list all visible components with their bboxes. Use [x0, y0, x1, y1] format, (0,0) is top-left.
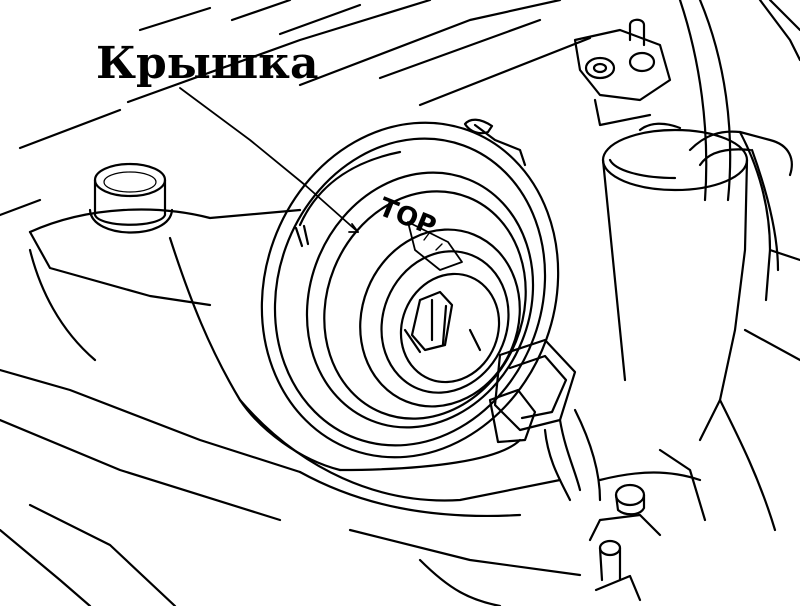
- upper-bracket: [573, 18, 672, 127]
- bulb-cover: TOP: [294, 171, 535, 429]
- connector-plug: [338, 338, 602, 502]
- headlamp-housing: [260, 118, 560, 459]
- lower-bolts: [588, 483, 662, 602]
- reservoir-canister: [601, 122, 793, 442]
- right-frame-pipes: [598, 0, 800, 532]
- reservoir-cap: [88, 162, 174, 234]
- top-marking: TOP: [374, 192, 440, 242]
- callout-leader: [179, 87, 359, 233]
- fender-frame: [0, 208, 582, 606]
- body-panel-lines: [0, 0, 592, 217]
- callout-label-cover: Крышка: [96, 38, 319, 89]
